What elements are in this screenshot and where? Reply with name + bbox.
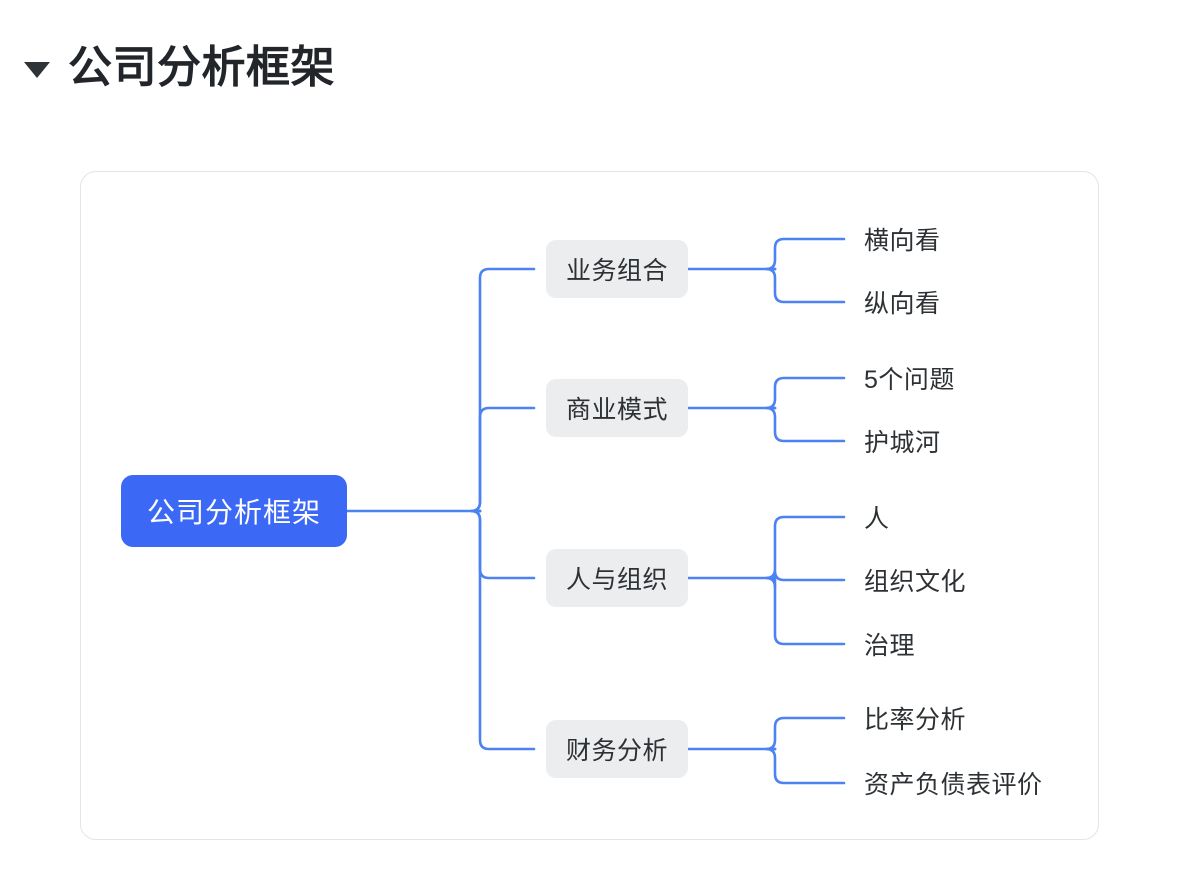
mindmap-card: 公司分析框架 业务组合 横向看纵向看商业模式 5个问题护城河人与组织 人组织文化治理财务… bbox=[80, 171, 1099, 840]
connector-lines bbox=[345, 237, 846, 785]
mindmap-branch-node-3[interactable]: 人与组织 bbox=[546, 549, 689, 607]
connector-path bbox=[765, 747, 846, 785]
mindmap-leaf-node-2-2[interactable]: 护城河 bbox=[864, 429, 941, 457]
connector-path bbox=[765, 515, 846, 580]
mindmap-leaf-node-3-1[interactable]: 人 bbox=[864, 505, 890, 533]
mindmap-leaf-node-4-2[interactable]: 资产负债表评价 bbox=[864, 771, 1043, 799]
mindmap-branch-node-4[interactable]: 财务分析 bbox=[546, 720, 689, 778]
connector-path bbox=[765, 237, 846, 271]
mindmap-leaf-node-4-1[interactable]: 比率分析 bbox=[864, 706, 967, 734]
mindmap-leaf-node-3-2[interactable]: 组织文化 bbox=[864, 568, 967, 596]
connector-path bbox=[470, 406, 536, 513]
mindmap-branch-node-2[interactable]: 商业模式 bbox=[546, 379, 689, 437]
connector-path bbox=[765, 406, 846, 443]
triangle-down-icon[interactable] bbox=[24, 62, 50, 79]
mindmap-root-node[interactable]: 公司分析框架 bbox=[121, 475, 348, 547]
connector-path bbox=[765, 576, 846, 646]
mindmap-branch-node-1[interactable]: 业务组合 bbox=[546, 240, 689, 298]
mindmap-leaf-node-2-1[interactable]: 5个问题 bbox=[864, 366, 955, 394]
connector-path bbox=[765, 267, 846, 304]
connector-path bbox=[470, 509, 536, 751]
mindmap-canvas[interactable]: 公司分析框架 业务组合 横向看纵向看商业模式 5个问题护城河人与组织 人组织文化治理财务… bbox=[81, 172, 1100, 841]
document-header: 公司分析框架 bbox=[0, 43, 335, 92]
page-title: 公司分析框架 bbox=[68, 43, 335, 92]
connector-path bbox=[765, 570, 846, 588]
connector-path bbox=[765, 376, 846, 410]
mindmap-leaf-node-3-3[interactable]: 治理 bbox=[864, 632, 916, 660]
mindmap-leaf-node-1-2[interactable]: 纵向看 bbox=[864, 290, 941, 318]
connector-path bbox=[765, 716, 846, 751]
mindmap-leaf-node-1-1[interactable]: 横向看 bbox=[864, 227, 941, 255]
